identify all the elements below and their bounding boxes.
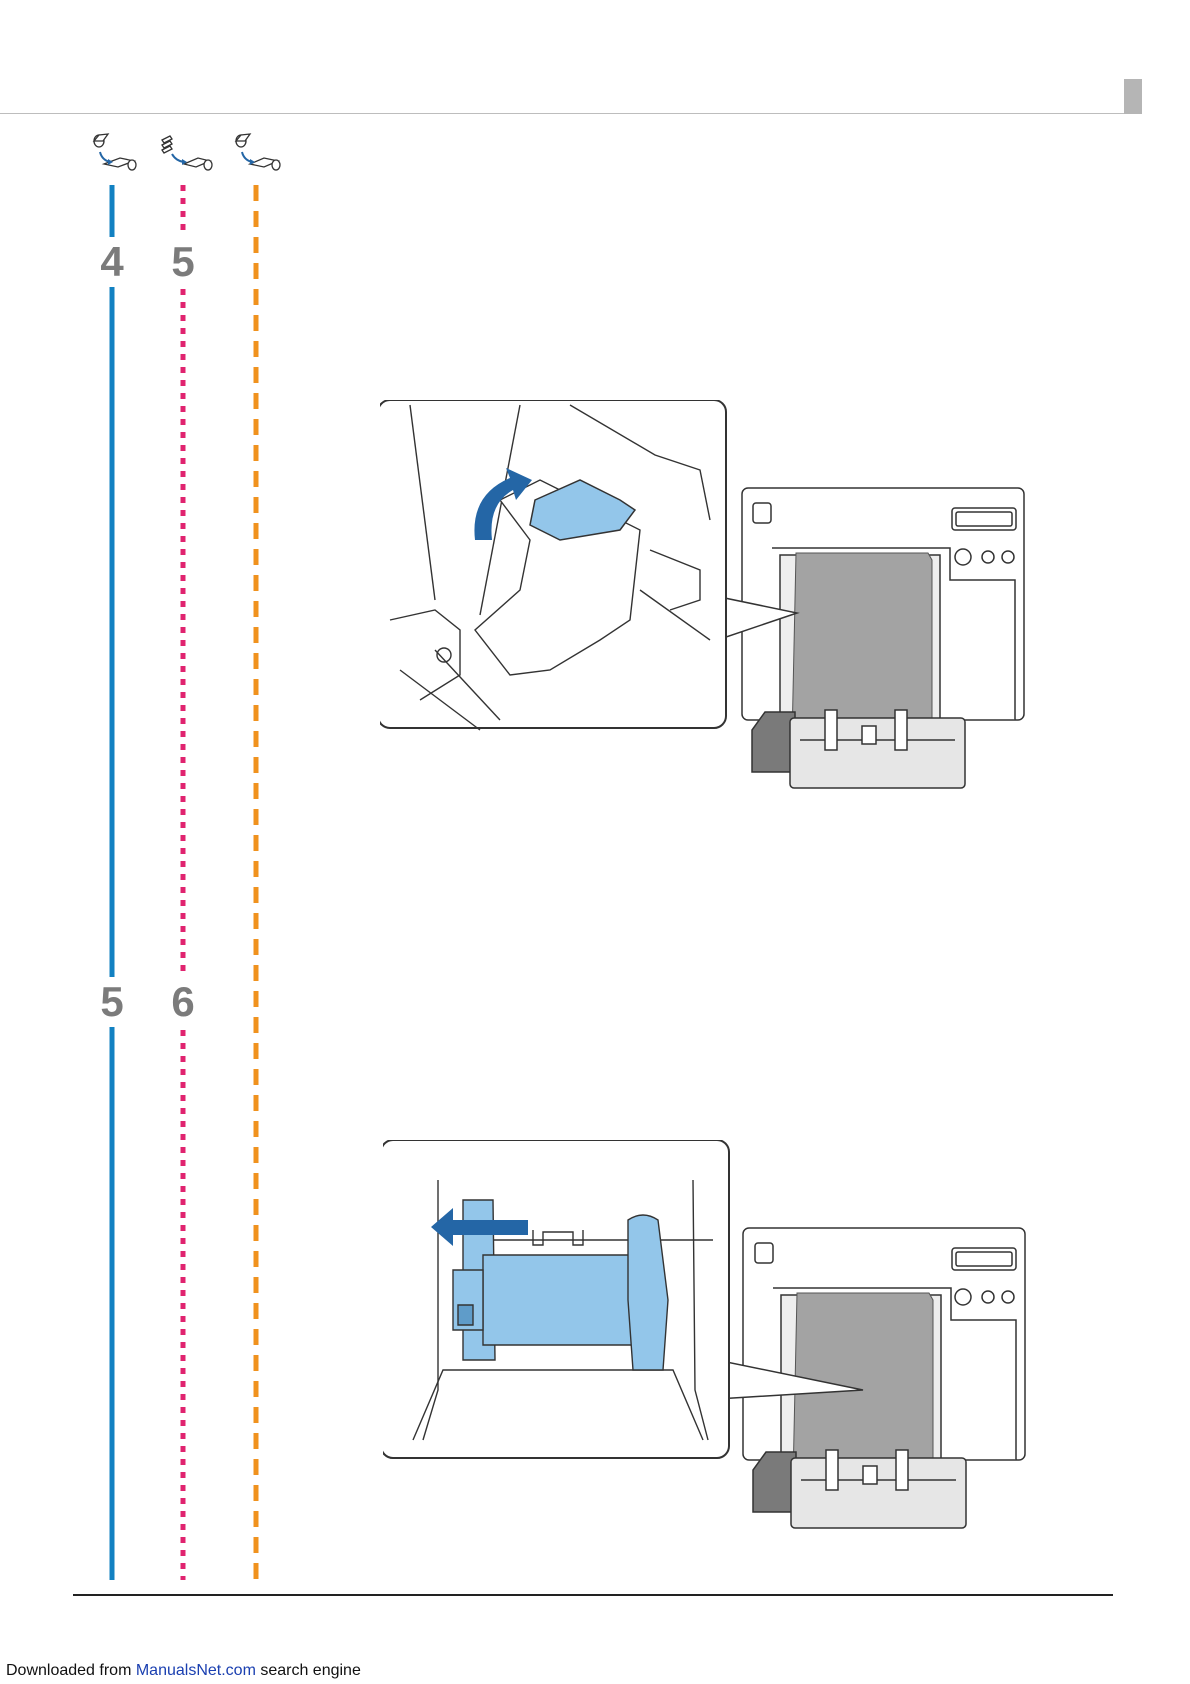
- footer-suffix: search engine: [256, 1662, 361, 1679]
- header-section-tab: [1124, 79, 1142, 114]
- manualsnet-link[interactable]: ManualsNet.com: [136, 1662, 256, 1679]
- step-number-blue-1: 4: [95, 237, 129, 287]
- step-number-blue-2: 5: [95, 977, 129, 1027]
- illustration-slide-guide: [383, 1140, 1043, 1540]
- step-number-magenta-1: 5: [166, 237, 200, 287]
- illustration-open-lever: [380, 400, 1040, 800]
- footer-rule: [73, 1594, 1113, 1596]
- footer-prefix: Downloaded from: [6, 1662, 136, 1679]
- track-lines: [0, 0, 300, 1600]
- footer-download-note: Downloaded from ManualsNet.com search en…: [6, 1662, 361, 1680]
- step-number-magenta-2: 6: [166, 977, 200, 1027]
- paper-sheet: [792, 553, 932, 740]
